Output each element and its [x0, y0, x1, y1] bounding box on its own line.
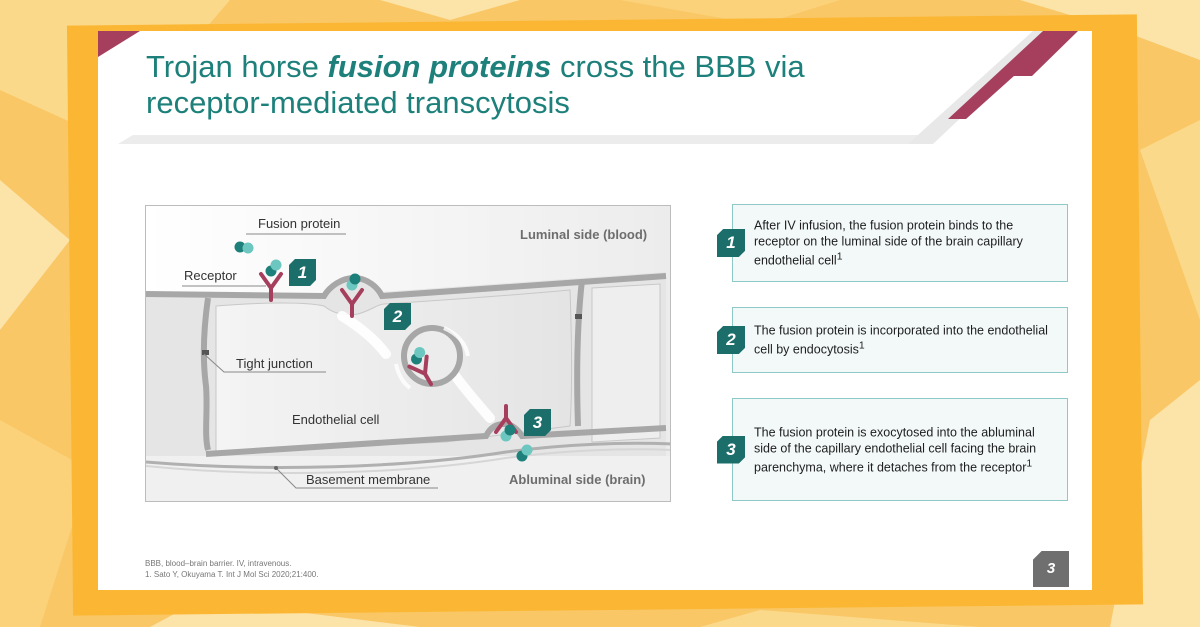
- step-text-3: The fusion protein is exocytosed into th…: [754, 424, 1037, 475]
- fusion-protein-icon: [234, 241, 254, 254]
- step-card-2: 2 The fusion protein is incorporated int…: [717, 307, 1068, 373]
- label-fusion-protein: Fusion protein: [258, 216, 341, 231]
- step-card-3: 3 The fusion protein is exocytosed into …: [717, 398, 1068, 501]
- footnote-reference-1: 1. Sato Y, Okuyama T. Int J Mol Sci 2020…: [145, 570, 319, 579]
- label-abluminal-side: Abluminal side (brain): [509, 472, 646, 487]
- footnotes: BBB, blood–brain barrier. IV, intravenou…: [145, 558, 318, 580]
- right-cell-outline: [591, 283, 661, 443]
- leader-tight-junction: [203, 353, 326, 373]
- receptor-1-icon: [259, 259, 283, 302]
- receptor-2-icon: [340, 273, 364, 318]
- transport-arrow-1: [337, 311, 391, 359]
- label-basement-membrane: Basement membrane: [306, 472, 431, 487]
- released-protein-icon: [500, 424, 533, 462]
- diagram-badge-1: 1: [289, 259, 316, 286]
- title-ribbon: [118, 31, 1078, 144]
- label-endothelial-cell: Endothelial cell: [292, 412, 380, 427]
- basement-membrane-line: [146, 441, 670, 469]
- receptor-vesicle-icon: [407, 347, 433, 387]
- footnote-abbreviations: BBB, blood–brain barrier. IV, intravenou…: [145, 559, 292, 568]
- cell-border-left: [200, 297, 211, 451]
- label-luminal-side: Luminal side (blood): [520, 227, 648, 242]
- step-number-3: 3: [717, 435, 745, 464]
- transport-arrow-2: [449, 369, 495, 423]
- step-number-1: 1: [717, 229, 745, 257]
- transcytosis-diagram: Fusion protein Receptor Tight junction E…: [145, 205, 671, 502]
- corner-ribbon: [98, 31, 140, 57]
- label-tight-junction: Tight junction: [236, 356, 313, 371]
- page-title: Trojan horse fusion proteins cross the B…: [146, 49, 805, 120]
- cell-border-right: [574, 279, 585, 427]
- label-receptor: Receptor: [184, 268, 237, 283]
- leader-basement-membrane: [275, 467, 438, 489]
- step-card-1: 1 After IV infusion, the fusion protein …: [717, 204, 1068, 282]
- step-text-2: The fusion protein is incorporated into …: [754, 323, 1048, 357]
- slide: Trojan horse fusion proteins cross the B…: [98, 31, 1092, 590]
- tight-junction-right: [575, 314, 582, 319]
- diagram-badge-3: 3: [524, 409, 551, 436]
- page-number: 3: [1033, 551, 1069, 587]
- diagram-art: [146, 206, 670, 501]
- diagram-badge-2: 2: [384, 303, 411, 330]
- step-text-1: After IV infusion, the fusion protein bi…: [754, 218, 1023, 268]
- tight-junction-left: [202, 350, 209, 355]
- step-number-2: 2: [717, 326, 745, 354]
